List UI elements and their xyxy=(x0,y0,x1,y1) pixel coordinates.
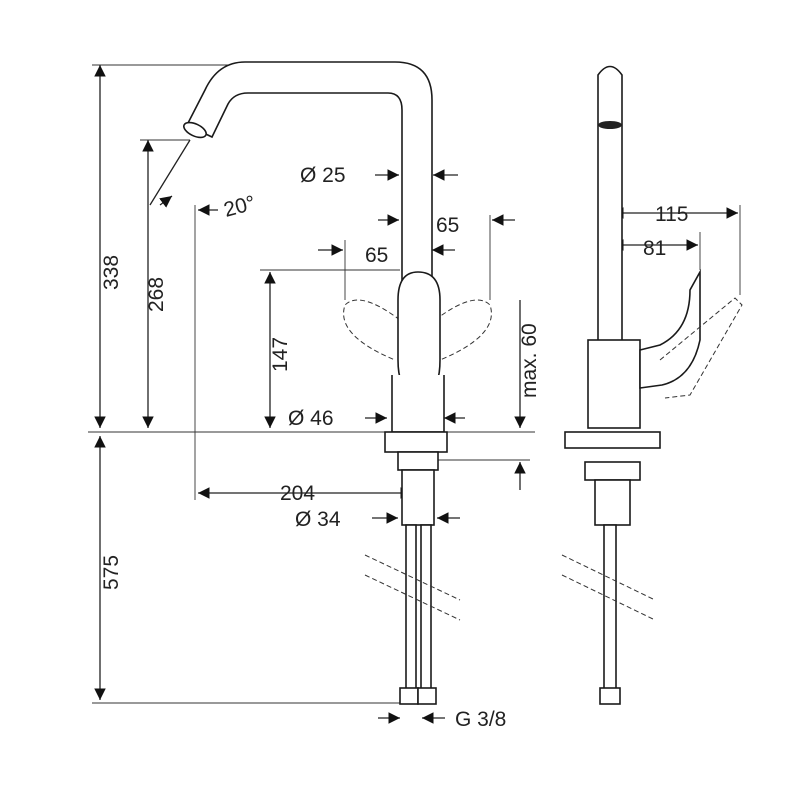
label-base-diameter: Ø 46 xyxy=(288,407,334,430)
label-side-handle-depth: 81 xyxy=(643,237,666,260)
extension-lines xyxy=(88,64,741,704)
label-handle-swing-left: 65 xyxy=(365,244,388,267)
dimension-lines xyxy=(94,65,738,724)
label-shank-diameter: Ø 34 xyxy=(295,508,341,531)
faucet-front-view xyxy=(183,61,492,705)
label-body-height: 147 xyxy=(269,337,292,372)
label-hose-length: 575 xyxy=(100,555,123,590)
label-spout-diameter: Ø 25 xyxy=(300,164,346,187)
label-spout-reach: 204 xyxy=(280,482,315,505)
label-total-height: 338 xyxy=(100,255,123,290)
faucet-side-view xyxy=(561,65,743,705)
label-spout-angle: 20° xyxy=(221,191,258,221)
label-side-depth: 115 xyxy=(655,203,688,226)
label-handle-swing-right: 65 xyxy=(436,214,459,237)
label-max-clearance: max. 60 xyxy=(518,323,541,398)
label-connection-thread: G 3/8 xyxy=(455,708,506,731)
label-spout-height: 268 xyxy=(145,277,168,312)
